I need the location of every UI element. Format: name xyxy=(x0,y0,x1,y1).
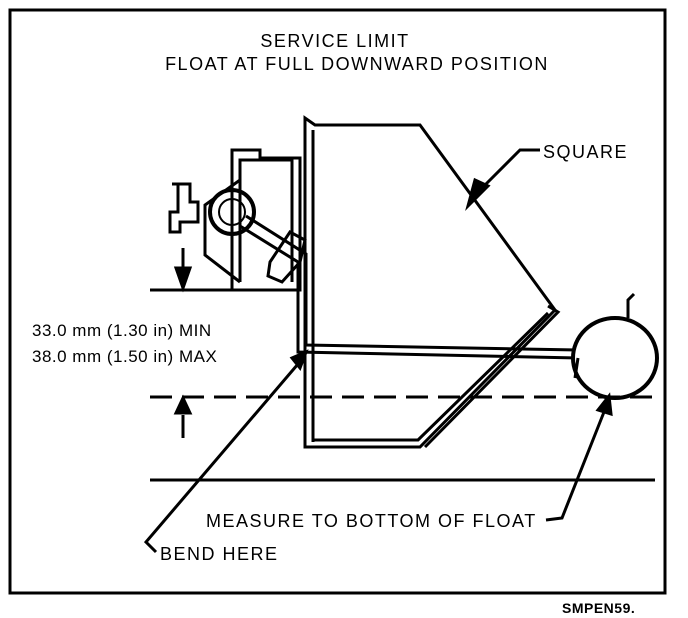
figure-reference: SMPEN59. xyxy=(562,600,635,616)
title-line-1: SERVICE LIMIT xyxy=(260,31,409,51)
square-label: SQUARE xyxy=(543,142,628,162)
bend-leader xyxy=(143,349,309,554)
float-arm xyxy=(239,214,579,360)
float-icon xyxy=(571,292,659,400)
dimension-arrow-bottom xyxy=(173,394,193,438)
measure-leader xyxy=(545,392,613,522)
dimension-max-label: 38.0 mm (1.50 in) MAX xyxy=(32,347,217,366)
fuel-fitting-icon xyxy=(168,182,200,234)
dimension-min-label: 33.0 mm (1.30 in) MIN xyxy=(32,321,212,340)
bend-label: BEND HERE xyxy=(160,544,279,564)
float-pivot-icon xyxy=(208,188,256,236)
square-leader xyxy=(465,148,540,212)
dimension-arrow-top xyxy=(173,248,193,293)
measure-label: MEASURE TO BOTTOM OF FLOAT xyxy=(206,511,537,531)
title-line-2: FLOAT AT FULL DOWNWARD POSITION xyxy=(165,54,549,74)
figure-frame xyxy=(8,8,667,595)
